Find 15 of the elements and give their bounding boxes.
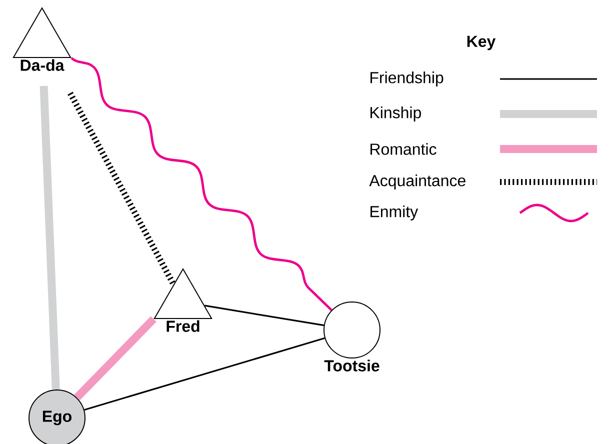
legend-text: Romantic bbox=[370, 143, 436, 155]
relation-line bbox=[40, 86, 60, 390]
relation-line bbox=[68, 92, 176, 286]
legend-text: Enmity bbox=[370, 206, 418, 220]
legend-text: Friendship bbox=[370, 72, 444, 86]
legend-heading: Key bbox=[467, 36, 496, 50]
node-label: Tootsie bbox=[324, 360, 380, 372]
legend-text: Kinship bbox=[370, 106, 421, 122]
relation-line bbox=[84, 337, 325, 411]
relation-line bbox=[70, 57, 332, 312]
legend-text: Acquaintance bbox=[369, 174, 466, 190]
node-label: Fred bbox=[166, 320, 200, 332]
relation-line bbox=[204, 304, 324, 326]
relation-line bbox=[74, 316, 156, 400]
node-label: Da-da bbox=[20, 59, 64, 71]
